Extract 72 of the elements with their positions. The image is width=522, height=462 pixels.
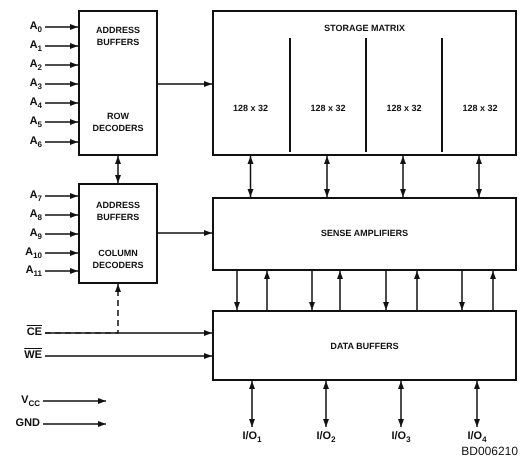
block-label: 128 x 32 (461, 102, 499, 114)
function-block (212, 197, 517, 271)
pin-label: A$_{0}$ (18, 19, 42, 35)
signal-arrow (234, 271, 240, 310)
signal-arrow (383, 271, 389, 310)
function-block (78, 183, 158, 284)
signal-arrow (45, 250, 78, 256)
block-label: 128 x 32 (309, 102, 347, 114)
signal-arrow (45, 100, 78, 106)
signal-arrow (158, 81, 212, 87)
signal-arrow (45, 231, 78, 237)
signal-arrow (43, 398, 106, 404)
signal-arrow (45, 353, 212, 359)
block-label: ROW DECODERS (91, 110, 144, 134)
signal-arrow (309, 271, 315, 310)
pin-label: A$_{2}$ (18, 57, 42, 73)
pin-label: I/O$_{3}$ (386, 429, 416, 445)
block-label: 128 x 32 (385, 102, 423, 114)
dashed-arrow (45, 284, 121, 334)
pin-label: CE (18, 325, 42, 341)
signal-arrow (248, 156, 254, 197)
signal-arrow (45, 62, 78, 68)
pin-label: A$_{6}$ (18, 134, 42, 150)
pin-label: A$_{4}$ (18, 95, 42, 111)
signal-arrow (115, 156, 121, 183)
pin-label: A$_{5}$ (18, 114, 42, 130)
pin-label: GND (8, 416, 40, 432)
block-label: ADDRESS BUFFERS (94, 24, 141, 48)
signal-arrow (45, 212, 78, 218)
pin-label: A$_{1}$ (18, 38, 42, 54)
pin-label: V$_{CC}$ (12, 393, 40, 409)
block-label: DATA BUFFERS (329, 340, 400, 352)
signal-arrow (45, 139, 78, 145)
pin-label: A$_{7}$ (18, 188, 42, 204)
block-label: SENSE AMPLIFIERS (320, 227, 410, 239)
signal-arrow (490, 271, 496, 310)
pin-label: I/O$_{2}$ (311, 429, 341, 445)
signal-arrow (158, 230, 212, 236)
pin-label: A$_{3}$ (18, 76, 42, 92)
pin-label: A$_{10}$ (18, 245, 42, 261)
pin-label: WE (18, 348, 42, 364)
signal-arrow (323, 381, 329, 427)
signal-arrow (337, 271, 343, 310)
signal-arrow (400, 156, 406, 197)
pin-label: A$_{11}$ (18, 263, 42, 279)
block-label: 128 x 32 (232, 102, 270, 114)
signal-arrow (414, 271, 420, 310)
signal-arrow (459, 271, 465, 310)
function-block (212, 310, 517, 381)
block-label: COLUMN DECODERS (91, 247, 144, 271)
signal-arrow (45, 24, 78, 30)
function-block (212, 10, 517, 156)
signal-arrow (45, 81, 78, 87)
pin-label: I/O$_{1}$ (237, 429, 267, 445)
block-label: STORAGE MATRIX (323, 22, 406, 34)
signal-arrow (398, 381, 404, 427)
signal-arrow (45, 119, 78, 125)
signal-arrow (45, 43, 78, 49)
signal-arrow (249, 381, 255, 427)
signal-arrow (474, 381, 480, 427)
signal-arrow (45, 193, 78, 199)
pin-label: I/O$_{4}$ (462, 429, 492, 445)
signal-arrow (43, 421, 106, 427)
block-label: ADDRESS BUFFERS (94, 199, 141, 223)
signal-arrow (324, 156, 330, 197)
pin-label: A$_{8}$ (18, 207, 42, 223)
function-block (78, 10, 158, 156)
signal-arrow (264, 271, 270, 310)
pin-label: A$_{9}$ (18, 226, 42, 242)
figure-code: BD006210 (461, 444, 518, 458)
signal-arrow (45, 268, 78, 274)
signal-arrow (476, 156, 482, 197)
